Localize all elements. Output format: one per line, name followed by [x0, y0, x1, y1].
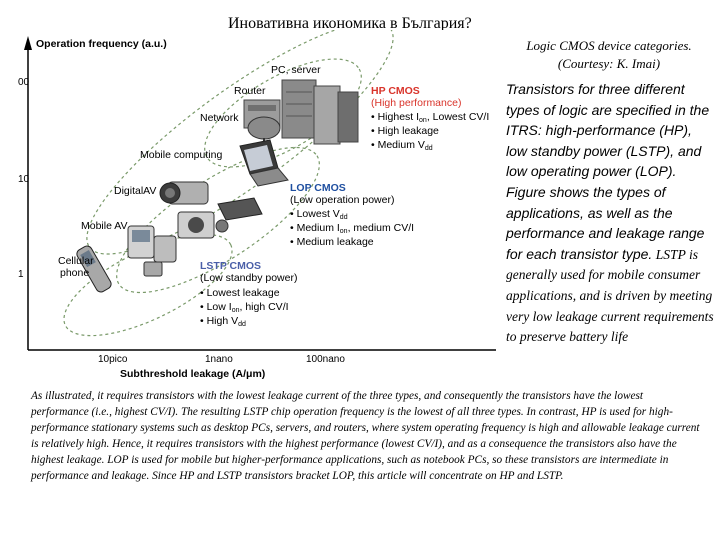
mobile-av-device-icon — [127, 225, 177, 277]
app-label-cellular: Cellular — [58, 255, 94, 267]
app-label-mobile-av: Mobile AV — [81, 220, 128, 232]
digital-camera-icon — [177, 211, 215, 239]
hp-cmos-title: HP CMOS — [371, 85, 420, 97]
hp-cmos-subtitle: (High performance) — [371, 97, 461, 109]
lop-bullet: • Medium Ion, medium CV/I — [290, 222, 414, 235]
x-tick-label: 10pico — [98, 354, 128, 365]
y-tick-label: 00 — [18, 77, 30, 88]
lop-cmos-subtitle: (Low operation power) — [290, 194, 394, 206]
caption-line-1: Logic CMOS device categories. — [526, 38, 692, 53]
x-axis-label: Subthreshold leakage (A/μm) — [120, 368, 265, 380]
camcorder-icon — [159, 181, 209, 205]
right-paragraph: Transistors for three different types of… — [506, 80, 716, 348]
lstp-bullet: • Lowest leakage — [200, 287, 280, 299]
figure-caption: Logic CMOS device categories. (Courtesy:… — [504, 37, 714, 73]
y-tick-label: 1 — [18, 269, 24, 280]
y-axis-arrow — [24, 36, 32, 50]
slide-title: Иновативна икономика в България? — [228, 15, 472, 32]
bottom-paragraph: As illustrated, it requires transistors … — [31, 390, 700, 482]
app-label-router: Router — [234, 85, 266, 97]
hp-bullet: • Medium Vdd — [371, 139, 433, 152]
logic-cmos-figure: Operation frequency (a.u.) Subthreshold … — [18, 21, 496, 383]
app-label-pc-server: PC, server — [271, 64, 321, 76]
lstp-cmos-title: LSTP CMOS — [200, 260, 261, 272]
x-tick-label: 1nano — [205, 354, 233, 365]
lop-bullet: • Lowest Vdd — [290, 208, 348, 221]
hp-bullet: • High leakage — [371, 125, 439, 137]
cellular-phone-icon — [76, 245, 112, 293]
lop-cmos-title: LOP CMOS — [290, 182, 346, 194]
lstp-cmos-subtitle: (Low standby power) — [200, 272, 297, 284]
lop-region-outline — [116, 146, 320, 294]
caption-line-2: (Courtesy: K. Imai) — [557, 56, 661, 71]
app-label-network: Network — [200, 112, 239, 124]
lstp-bullet: • Low Ion, high CV/I — [200, 301, 289, 314]
hp-bullet: • Highest Ion, Lowest CV/I — [371, 111, 489, 124]
app-label-digital-av: DigitalAV — [114, 185, 156, 197]
hp-inner-outline — [204, 58, 362, 168]
lstp-bullet: • High Vdd — [200, 315, 246, 328]
lop-bullet: • Medium leakage — [290, 236, 374, 248]
app-label-mobile-computing: Mobile computing — [140, 149, 222, 161]
portable-drive-icon — [215, 197, 263, 233]
y-axis-label: Operation frequency (a.u.) — [36, 38, 167, 50]
right-paragraph-sans: Transistors for three different types of… — [506, 81, 710, 262]
app-label-phone: phone — [60, 267, 89, 279]
server-icon — [281, 79, 359, 145]
y-tick-label: 10 — [18, 174, 30, 185]
figure-svg: Operation frequency (a.u.) Subthreshold … — [18, 21, 496, 383]
laptop-icon — [239, 139, 289, 187]
x-tick-label: 100nano — [306, 354, 345, 365]
right-paragraph-serif: LSTP is generally used for mobile consum… — [506, 246, 714, 345]
